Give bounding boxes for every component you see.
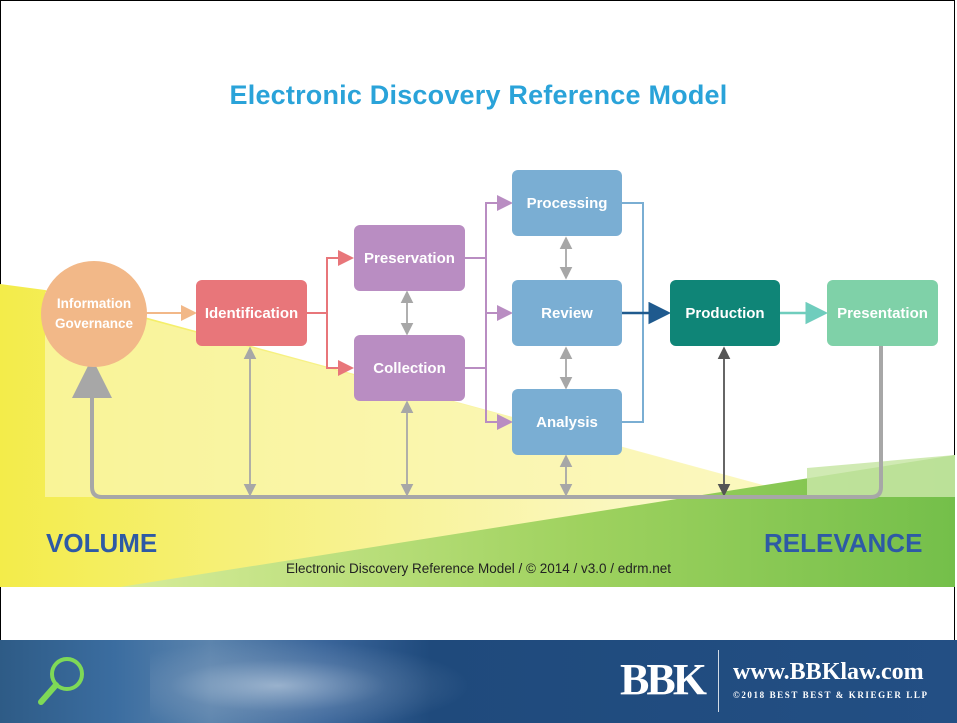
search-icon xyxy=(38,657,84,705)
handshake-image xyxy=(150,640,470,723)
arrow-preservation-processing xyxy=(465,195,513,259)
node-preservation: Preservation xyxy=(354,225,465,291)
node-analysis: Analysis xyxy=(512,389,622,455)
volume-label: VOLUME xyxy=(46,528,158,558)
arrow-identification-collection xyxy=(326,313,354,376)
node-identification: Identification xyxy=(196,280,307,346)
relevance-label: RELEVANCE xyxy=(764,528,923,558)
node-collection: Collection xyxy=(354,335,465,401)
bottom-banner xyxy=(0,640,957,723)
arrow-collection-analysis xyxy=(485,368,513,430)
banner-divider xyxy=(718,650,719,712)
node-production: Production xyxy=(670,280,780,346)
node-presentation: Presentation xyxy=(827,280,938,346)
arrow-collection-review xyxy=(465,313,487,369)
feedback-loop xyxy=(72,345,883,499)
bbk-logo: BBK xyxy=(620,655,707,704)
node-information-governance: Information Governance xyxy=(41,261,147,367)
arrow-identification-preservation xyxy=(307,250,354,314)
banner-copyright: ©2018 BEST BEST & KRIEGER LLP xyxy=(733,690,929,700)
diagram-title: Electronic Discovery Reference Model xyxy=(229,80,728,110)
node-processing: Processing xyxy=(512,170,622,236)
website-link[interactable]: www.BBKlaw.com xyxy=(733,659,924,685)
footer-credit: Electronic Discovery Reference Model / ©… xyxy=(285,561,672,576)
arrow-preservation-review xyxy=(485,258,513,321)
node-review: Review xyxy=(512,280,622,346)
